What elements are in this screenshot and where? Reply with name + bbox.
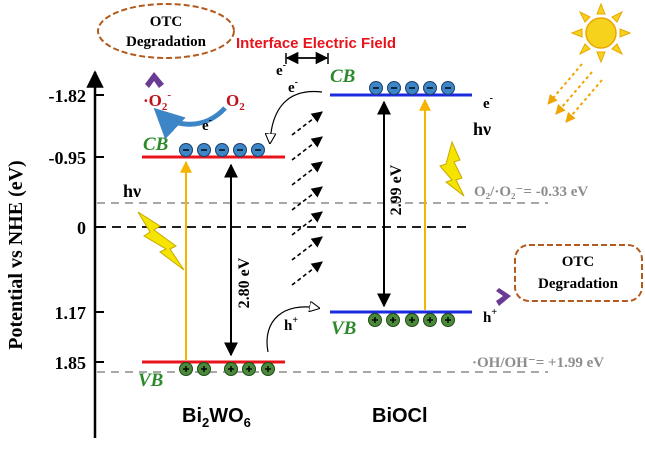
biocl-name: BiOCl [372,405,428,427]
otc-left-line2: Degradation [126,34,207,50]
biocl-vb-label: VB [331,318,356,339]
bi2wo6-name: Bi2WO6 [182,405,251,430]
otc-box-left: OTC Degradation [97,3,235,59]
bi2wo6-vb-label: VB [138,370,163,391]
electron-label-interface: e- [276,60,286,79]
svg-text:·O2-: ·O2- [143,89,171,113]
svg-text:O2: O2 [226,91,245,113]
otc-left-line1: OTC [150,14,183,30]
hole-label-right: h+ [483,307,497,326]
o2-text: O [226,91,239,110]
purple-arrowhead-left [145,72,164,88]
otc-right-line1: OTC [562,254,595,270]
sun-icon [570,2,632,64]
tick-label-4: 1.17 [55,303,87,323]
bi2wo6-cb-label: CB [143,134,168,155]
interface-field-label: Interface Electric Field [236,35,396,52]
hv-label-right: hν [473,119,491,139]
sunlight-rays [547,63,603,123]
hole-transfer-arrow [266,307,318,353]
interface-field-arrows [291,111,323,286]
otc-box-right: OTC Degradation [514,244,643,302]
biocl-gap-label: 2.99 eV [388,164,405,215]
biocl-cb-label: CB [330,66,355,87]
electron-label-right: e- [483,93,493,112]
o2-ref-label: O₂/·O₂⁻= -0.33 eV [474,184,588,200]
lightning-bolt-left-icon [137,211,185,271]
bi2wo6-holes [179,362,275,376]
lightning-bolt-right-icon [439,140,465,197]
oh-ref-label: ·OH/OH⁻= +1.99 eV [472,355,604,371]
o2-sub: 2 [239,101,245,113]
bi2wo6-gap-label: 2.80 eV [236,257,253,308]
hv-label-left: hν [123,181,141,201]
electron-label-top: e- [288,77,298,96]
tick-label-5: 1.85 [55,353,87,373]
y-axis: -1.82 -0.95 0 1.17 1.85 Potential vs NHE… [5,70,104,438]
o2-label: O2 [226,91,245,113]
biocl-electrons [369,81,455,95]
bi2wo6-bands: CB VB 2.80 eV [138,134,285,391]
purple-arrowhead-right [496,288,511,306]
hole-label-left: h+ [284,315,298,334]
o2-reduction-arrow [153,106,227,140]
tick-label-1: -1.82 [49,86,87,106]
tick-label-2: -0.95 [49,148,87,168]
otc-right-line2: Degradation [538,276,619,292]
superoxide-label: ·O2- [143,89,171,113]
interface-width-marker [285,51,329,65]
electron-label-o2: e- [202,115,212,134]
tick-label-3: 0 [77,218,86,238]
superoxide-text: ·O [143,91,162,110]
axis-title: Potential vs NHE (eV) [5,160,27,349]
electron-transfer-arrow [270,90,323,142]
biocl-bands: CB VB 2.99 eV [330,66,472,339]
